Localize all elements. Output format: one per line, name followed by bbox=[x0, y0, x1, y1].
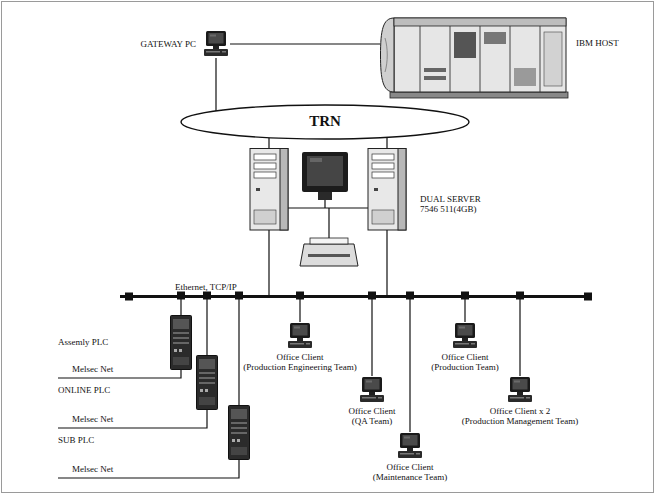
device-label: 7546 511(4GB) bbox=[420, 204, 481, 214]
network-cable bbox=[180, 298, 181, 315]
office-client: Office Client(Production Engineering Tea… bbox=[243, 322, 357, 373]
office-client: Office Client x 2(Production Management … bbox=[462, 376, 579, 427]
pc-icon bbox=[358, 376, 386, 404]
network-cable bbox=[230, 43, 380, 44]
network-cable bbox=[206, 298, 207, 355]
pc-icon bbox=[286, 322, 314, 350]
network-cable bbox=[519, 298, 520, 376]
network-cable bbox=[299, 298, 300, 322]
plc-icon bbox=[196, 355, 218, 410]
device-label: Assemly PLC bbox=[58, 337, 108, 347]
device-label: Office Client bbox=[243, 352, 357, 362]
plc-unit: ONLINE PLC bbox=[58, 355, 218, 410]
network-cable bbox=[238, 298, 239, 405]
device-label: DUAL SERVER bbox=[420, 194, 481, 204]
plc-unit: SUB PLC bbox=[58, 405, 250, 460]
host-computer: IBM HOST bbox=[380, 8, 619, 100]
pc-icon bbox=[396, 432, 424, 460]
mainframe-illustration bbox=[380, 8, 570, 100]
device-label: (QA Team) bbox=[348, 416, 395, 426]
office-client: Office Client(Maintenance Team) bbox=[373, 432, 447, 483]
network-cable bbox=[215, 58, 216, 111]
network-cable bbox=[409, 298, 410, 432]
network-cable bbox=[371, 298, 372, 376]
network-cable bbox=[269, 270, 387, 295]
dual-server: DUAL SERVER7546 511(4GB) bbox=[248, 148, 481, 270]
melsec-net-wire bbox=[58, 410, 207, 428]
device-label: Office Client bbox=[348, 406, 395, 416]
device-label: IBM HOST bbox=[576, 38, 619, 48]
pc-icon bbox=[506, 376, 534, 404]
network-cable bbox=[464, 298, 465, 322]
device-label: (Production Engineering Team) bbox=[243, 362, 357, 372]
office-client: Office Client(Production Team) bbox=[431, 322, 498, 373]
office-client: Office Client(QA Team) bbox=[348, 376, 395, 427]
ethernet-bus: Ethernet, TCP/IP bbox=[120, 295, 592, 298]
pc-icon bbox=[451, 322, 479, 350]
device-label: (Production Management Team) bbox=[462, 416, 579, 426]
gateway-pc: GATEWAY PC bbox=[140, 30, 230, 58]
device-label: ONLINE PLC bbox=[58, 385, 110, 395]
device-label: (Production Team) bbox=[431, 362, 498, 372]
network-label: Melsec Net bbox=[72, 414, 113, 424]
network-label: Melsec Net bbox=[72, 464, 113, 474]
device-label: SUB PLC bbox=[58, 435, 94, 445]
network-name: TRN bbox=[309, 113, 341, 130]
melsec-net-wire bbox=[58, 460, 239, 478]
device-label: Office Client x 2 bbox=[462, 406, 579, 416]
device-label: Office Client bbox=[431, 352, 498, 362]
network-name: Ethernet, TCP/IP bbox=[175, 282, 237, 292]
plc-icon bbox=[170, 315, 192, 370]
device-label: GATEWAY PC bbox=[140, 39, 196, 49]
device-label: Office Client bbox=[373, 462, 447, 472]
server-illustration bbox=[248, 148, 408, 270]
token-ring-network: TRN bbox=[180, 104, 470, 140]
pc-icon bbox=[202, 30, 230, 58]
device-label: (Maintenance Team) bbox=[373, 472, 447, 482]
plc-unit: Assemly PLC bbox=[58, 315, 192, 370]
network-label: Melsec Net bbox=[72, 364, 113, 374]
plc-icon bbox=[228, 405, 250, 460]
